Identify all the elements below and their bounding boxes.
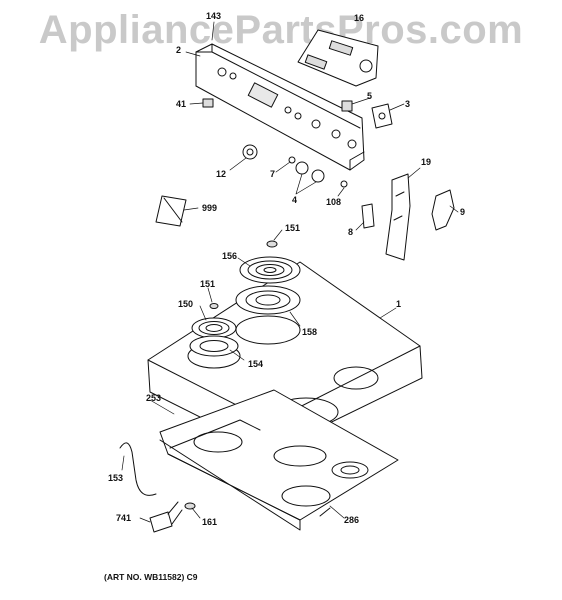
callout-158: 158 [302,327,318,337]
small-bracket [361,203,375,229]
callout-12: 12 [216,169,227,179]
callout-16: 16 [354,13,365,23]
callout-5: 5 [367,91,373,101]
side-bracket [385,173,411,261]
clock-control-board [297,29,379,87]
cooktop-main-top [147,261,423,453]
callout-161: 161 [202,517,218,527]
callout-153: 153 [108,473,124,483]
callout-156: 156 [222,251,238,261]
callout-151-top: 151 [285,223,301,233]
wire-harness [119,442,157,496]
grommet [184,502,196,510]
callout-19: 19 [421,157,432,167]
callout-999: 999 [202,203,218,213]
callout-9: 9 [460,207,466,217]
callout-41: 41 [176,99,187,109]
callout-286: 286 [344,515,360,525]
callout-1: 1 [396,299,402,309]
callout-108: 108 [326,197,342,207]
callout-253: 253 [146,393,162,403]
leader-lines [121,21,459,523]
control-panel [195,43,365,171]
terminal-block [149,511,173,533]
callout-151-lower: 151 [200,279,216,289]
callout-150: 150 [178,299,194,309]
callout-3: 3 [405,99,411,109]
callout-7: 7 [270,169,276,179]
callout-143: 143 [206,11,222,21]
surface-elements [189,240,301,357]
literature-sheet [155,195,187,227]
small-parts-upper [202,98,393,188]
hinge-bracket [431,189,455,231]
callout-8: 8 [348,227,354,237]
callout-154: 154 [248,359,264,369]
callout-4: 4 [292,195,298,205]
callout-741: 741 [116,513,132,523]
callout-2: 2 [176,45,182,55]
art-number: (ART NO. WB11582) C9 [104,572,198,582]
lower-cooktop-pan [159,389,399,531]
